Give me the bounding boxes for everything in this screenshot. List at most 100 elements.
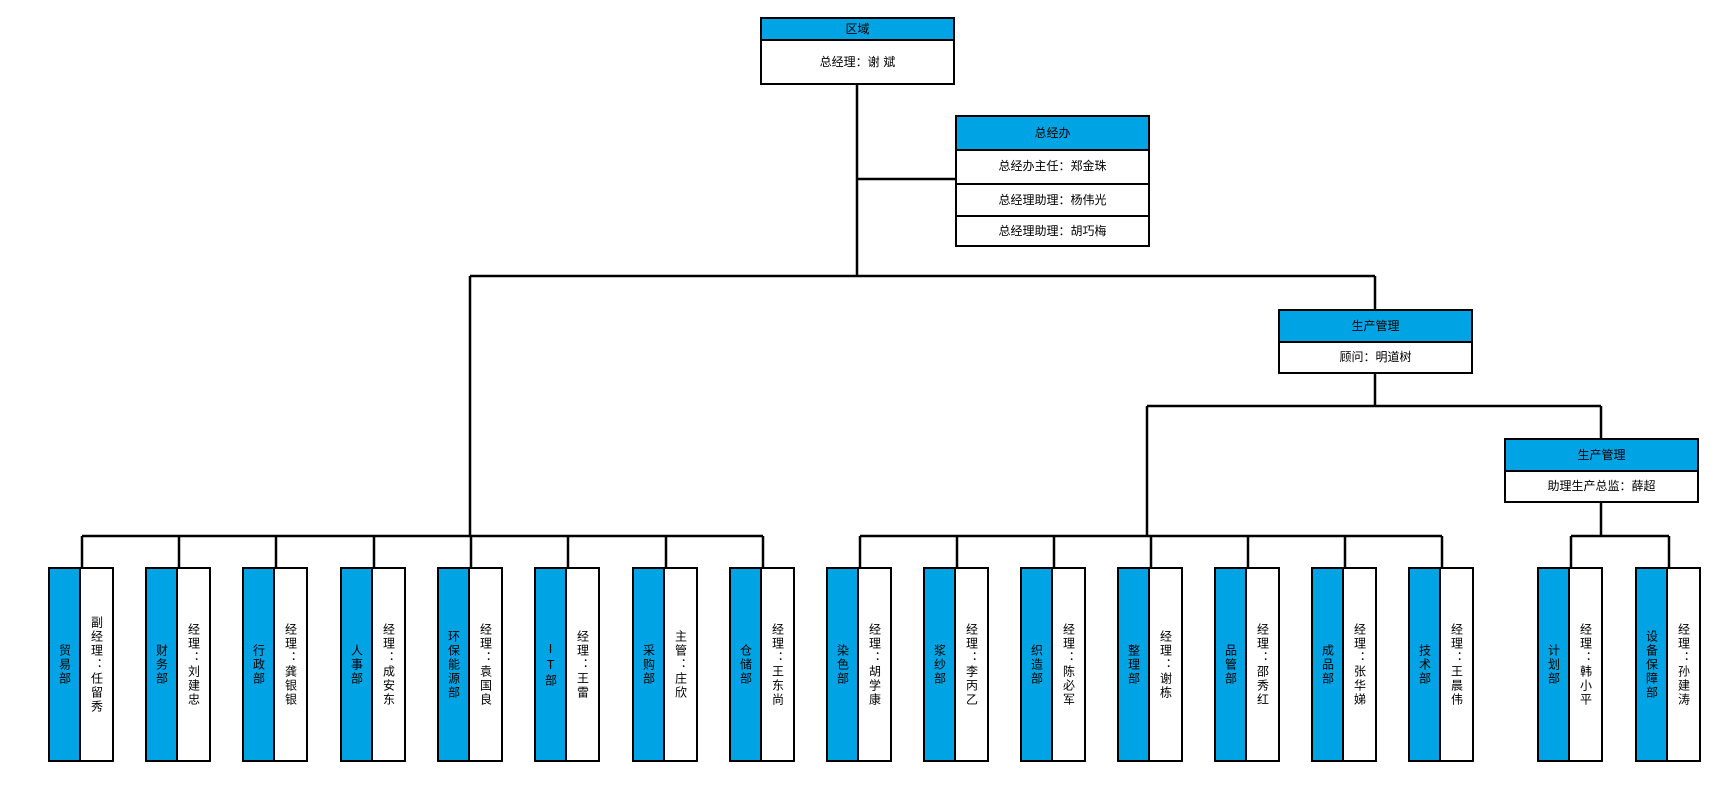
department-manager-cell: 经理：王东尚 [762,569,793,760]
department-box[interactable]: 品管部 经理：邵秀红 [1214,567,1280,762]
department-manager: 经理：王东尚 [770,622,785,707]
department-name-cell: 成品部 [1313,569,1344,760]
department-name-cell: 技术部 [1410,569,1441,760]
department-name-cell: 计划部 [1539,569,1570,760]
department-manager: 经理：袁国良 [478,622,493,707]
department-name: 采购部 [641,643,656,686]
department-box[interactable]: 整理部 经理：谢栋 [1117,567,1183,762]
production-mgmt2-title: 生产管理 [1506,440,1697,472]
top-node-manager: 总经理：谢 斌 [819,55,896,69]
department-name-cell: 浆纱部 [925,569,956,760]
department-manager-cell: 经理：胡学康 [859,569,890,760]
department-box[interactable]: 成品部 经理：张华娣 [1311,567,1377,762]
department-box[interactable]: 设备保障部 经理：孙建涛 [1635,567,1701,762]
office-node-row: 总经办主任：郑金珠 [998,159,1107,173]
department-manager: 经理：王晨伟 [1449,622,1464,707]
department-manager-cell: 经理：王雷 [567,569,598,760]
department-manager-cell: 经理：邵秀红 [1247,569,1278,760]
department-manager: 经理：李丙乙 [964,622,979,707]
production-mgmt-title: 生产管理 [1280,311,1471,343]
production-mgmt-node[interactable]: 生产管理 顾问：明道树 [1278,309,1473,374]
department-box[interactable]: 贸易部 副经理：任留秀 [48,567,114,762]
department-manager-cell: 经理：孙建涛 [1668,569,1699,760]
office-node-row: 总经理助理：胡巧梅 [957,215,1148,245]
department-box[interactable]: 仓储部 经理：王东尚 [729,567,795,762]
department-name-cell: 财务部 [147,569,178,760]
department-name-cell: 贸易部 [50,569,81,760]
department-manager: 经理：韩小平 [1578,622,1593,707]
department-name-cell: 仓储部 [731,569,762,760]
department-manager: 经理：孙建涛 [1676,622,1691,707]
department-manager-cell: 经理：龚银银 [275,569,306,760]
department-name-cell: 设备保障部 [1637,569,1668,760]
department-name: 浆纱部 [932,643,947,686]
department-name-cell: 染色部 [828,569,859,760]
department-name-cell: 人事部 [342,569,373,760]
department-name: 设备保障部 [1644,629,1659,700]
department-box[interactable]: 人事部 经理：成安东 [340,567,406,762]
department-manager: 经理：胡学康 [867,622,882,707]
department-name: 品管部 [1223,643,1238,686]
department-manager-cell: 经理：韩小平 [1570,569,1601,760]
production-mgmt2-node[interactable]: 生产管理 助理生产总监：薛超 [1504,438,1699,503]
office-node-title: 总经办 [957,117,1148,151]
department-manager: 经理：张华娣 [1352,622,1367,707]
department-manager: 经理：成安东 [381,622,396,707]
department-box[interactable]: 计划部 经理：韩小平 [1537,567,1603,762]
office-node-row: 总经理助理：杨伟光 [957,183,1148,215]
department-name: 贸易部 [57,643,72,686]
department-box[interactable]: 环保能源部 经理：袁国良 [437,567,503,762]
department-name: IT部 [543,641,558,688]
department-name-cell: 整理部 [1119,569,1150,760]
department-name-cell: 采购部 [634,569,665,760]
department-box[interactable]: 技术部 经理：王晨伟 [1408,567,1474,762]
department-name-cell: 环保能源部 [439,569,470,760]
top-node[interactable]: 区域 总经理：谢 斌 [760,17,955,85]
production-mgmt2-assistant: 助理生产总监：薛超 [1547,479,1656,493]
department-name: 财务部 [154,643,169,686]
department-name-cell: IT部 [536,569,567,760]
department-name: 染色部 [835,643,850,686]
department-box[interactable]: 行政部 经理：龚银银 [242,567,308,762]
department-manager-cell: 经理：李丙乙 [956,569,987,760]
department-manager: 经理：邵秀红 [1255,622,1270,707]
department-name: 仓储部 [738,643,753,686]
department-name: 人事部 [349,643,364,686]
department-box[interactable]: 浆纱部 经理：李丙乙 [923,567,989,762]
department-box[interactable]: 采购部 主管：庄欣 [632,567,698,762]
top-node-title: 区域 [762,19,953,41]
department-name-cell: 品管部 [1216,569,1247,760]
department-box[interactable]: 财务部经理：刘建忠 [145,567,211,762]
department-manager-cell: 经理：王晨伟 [1441,569,1472,760]
department-name-cell: 行政部 [244,569,275,760]
department-manager-cell: 经理：谢栋 [1150,569,1181,760]
department-manager: 经理：王雷 [575,629,590,700]
department-name-cell: 织造部 [1022,569,1053,760]
department-manager: 经理：陈必军 [1061,622,1076,707]
department-name: 成品部 [1320,643,1335,686]
department-manager-cell: 经理：袁国良 [470,569,501,760]
department-manager-cell: 主管：庄欣 [665,569,696,760]
office-node[interactable]: 总经办 总经办主任：郑金珠 总经理助理：杨伟光 总经理助理：胡巧梅 [955,115,1150,247]
department-manager: 副经理：任留秀 [89,615,104,714]
department-manager-cell: 经理：成安东 [373,569,404,760]
department-name: 环保能源部 [446,629,461,700]
department-box[interactable]: IT部 经理：王雷 [534,567,600,762]
department-name: 织造部 [1029,643,1044,686]
production-mgmt-advisor: 顾问：明道树 [1339,350,1412,364]
department-name: 行政部 [251,643,266,686]
department-manager: 主管：庄欣 [673,629,688,700]
department-name: 整理部 [1126,643,1141,686]
department-manager-cell: 副经理：任留秀 [81,569,112,760]
department-box[interactable]: 织造部 经理：陈必军 [1020,567,1086,762]
department-box[interactable]: 染色部 经理：胡学康 [826,567,892,762]
department-manager: 经理：龚银银 [283,622,298,707]
department-manager-cell: 经理：张华娣 [1344,569,1375,760]
department-name: 计划部 [1546,643,1561,686]
department-manager: 经理：谢栋 [1158,629,1173,700]
department-manager-cell: 经理：陈必军 [1053,569,1084,760]
department-manager-cell: 经理：刘建忠 [178,569,209,760]
department-name: 技术部 [1417,643,1432,686]
